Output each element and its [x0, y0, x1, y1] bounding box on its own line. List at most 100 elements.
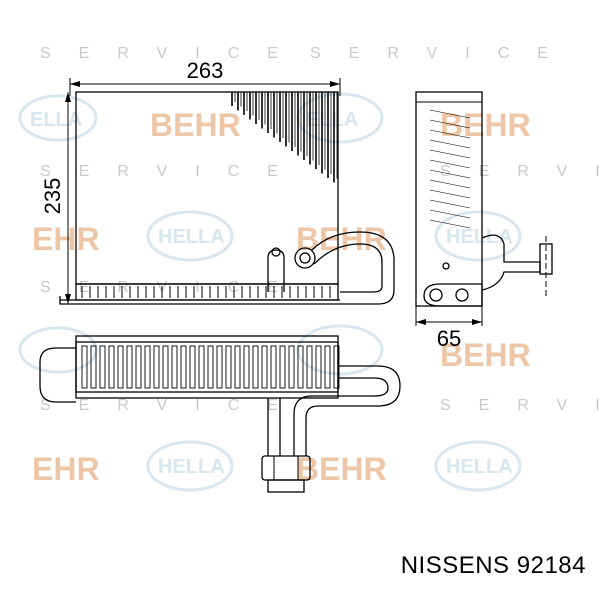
width-label: 263 — [187, 58, 224, 83]
dimension-arrow — [65, 294, 71, 304]
side-hatch-line — [429, 129, 471, 139]
side-hatch-line — [429, 209, 471, 219]
bottom-rib — [279, 345, 286, 389]
behr-watermark: BEHR — [440, 337, 531, 373]
hella-watermark-oval — [146, 210, 234, 262]
hella-watermark-oval — [434, 440, 522, 492]
service-watermark: SERVICE — [40, 45, 306, 62]
bottom-ribs — [81, 345, 340, 389]
base-plate — [59, 296, 340, 305]
outlet-flange — [294, 247, 316, 269]
hella-watermark: HELLA — [158, 456, 225, 478]
bottom-rib — [153, 345, 160, 389]
side-hatching — [429, 109, 471, 229]
hella-watermark: ELLA — [30, 109, 82, 131]
side-hatch-line — [429, 139, 471, 149]
dimension-arrow — [330, 81, 340, 87]
bottom-rib — [234, 345, 241, 389]
behr-watermark: BEHR — [150, 107, 241, 143]
part-caption: NISSENS 92184 — [401, 552, 586, 580]
side-hatch-line — [429, 119, 471, 129]
bottom-core-inner — [75, 341, 339, 393]
service-watermark: SERVICE — [40, 397, 306, 414]
dimension-arrow — [70, 81, 80, 87]
bottom-rib — [261, 345, 268, 389]
mount-hole — [442, 262, 450, 270]
bottom-rib — [198, 345, 205, 389]
hella-watermark-oval — [146, 440, 234, 492]
bottom-rib — [144, 345, 151, 389]
service-watermark: SERVICE — [310, 45, 576, 62]
height-label: 235 — [40, 178, 65, 215]
behr-watermark: BEHR — [296, 221, 387, 257]
bottom-rib — [288, 345, 295, 389]
part-number: 92184 — [516, 552, 586, 579]
block-fitting-base — [267, 479, 305, 493]
bottom-rib — [324, 345, 331, 389]
outlet-line-inner — [293, 377, 389, 456]
bottom-rib — [180, 345, 187, 389]
fin-hatching — [231, 92, 338, 183]
bottom-rib — [315, 345, 322, 389]
outlet-opening — [299, 252, 311, 264]
depth-label: 65 — [437, 326, 461, 351]
bottom-rib — [81, 345, 88, 389]
side-hatch-line — [429, 199, 471, 209]
bottom-rib — [225, 345, 232, 389]
service-watermark: SERVICE — [440, 163, 600, 180]
hella-watermark: ELLA — [306, 109, 358, 131]
bottom-rib — [297, 345, 304, 389]
pipe-opening — [271, 247, 281, 257]
bottom-rib — [126, 345, 133, 389]
bottom-rib — [216, 345, 223, 389]
bottom-rib — [99, 345, 106, 389]
side-port — [429, 288, 443, 302]
behr-watermark: EHR — [32, 221, 100, 257]
side-hatch-line — [429, 159, 471, 169]
behr-watermark: EHR — [32, 451, 100, 487]
bottom-rib — [90, 345, 97, 389]
side-view: 65 — [415, 91, 553, 351]
inlet-pipe — [267, 249, 285, 292]
side-hatch-line — [429, 219, 471, 229]
bottom-rib — [306, 345, 313, 389]
bottom-rib — [270, 345, 277, 389]
brand-name: NISSENS — [400, 552, 510, 579]
dimension-arrow — [472, 319, 482, 325]
side-port — [455, 288, 469, 302]
outlet-line-outer — [305, 365, 401, 456]
left-header — [39, 347, 76, 403]
watermark-layer: SERVICE SERVICE SERVICE SERVICE SERVICE … — [18, 45, 600, 492]
bottom-rib — [117, 345, 124, 389]
outlet-pipe-inner — [313, 243, 383, 293]
bottom-view — [39, 335, 401, 493]
hella-watermark: HELLA — [446, 456, 513, 478]
hella-watermark-oval — [18, 94, 98, 142]
side-tank — [423, 283, 483, 307]
side-hatch-line — [429, 109, 471, 119]
bottom-rib — [207, 345, 214, 389]
bottom-rib — [135, 345, 142, 389]
behr-watermark: BEHR — [296, 451, 387, 487]
bottom-rib — [243, 345, 250, 389]
side-hatch-line — [429, 149, 471, 159]
outlet-pipe-outer — [311, 231, 395, 305]
hella-watermark: HELLA — [158, 226, 225, 248]
hella-watermark-oval — [296, 324, 384, 376]
side-hatch-line — [429, 169, 471, 179]
hella-watermark-oval — [434, 210, 522, 262]
side-hatch-line — [429, 179, 471, 189]
bottom-rib — [108, 345, 115, 389]
service-watermark: SERVICE — [440, 397, 600, 414]
dimension-arrow — [65, 92, 71, 102]
service-watermark: SERVICE — [40, 163, 306, 180]
bottom-rib — [162, 345, 169, 389]
bottom-rib — [333, 345, 340, 389]
side-hatch-line — [429, 189, 471, 199]
front-view: 263 235 — [40, 58, 395, 305]
bottom-rib — [252, 345, 259, 389]
bottom-rib — [171, 345, 178, 389]
bottom-rib — [189, 345, 196, 389]
